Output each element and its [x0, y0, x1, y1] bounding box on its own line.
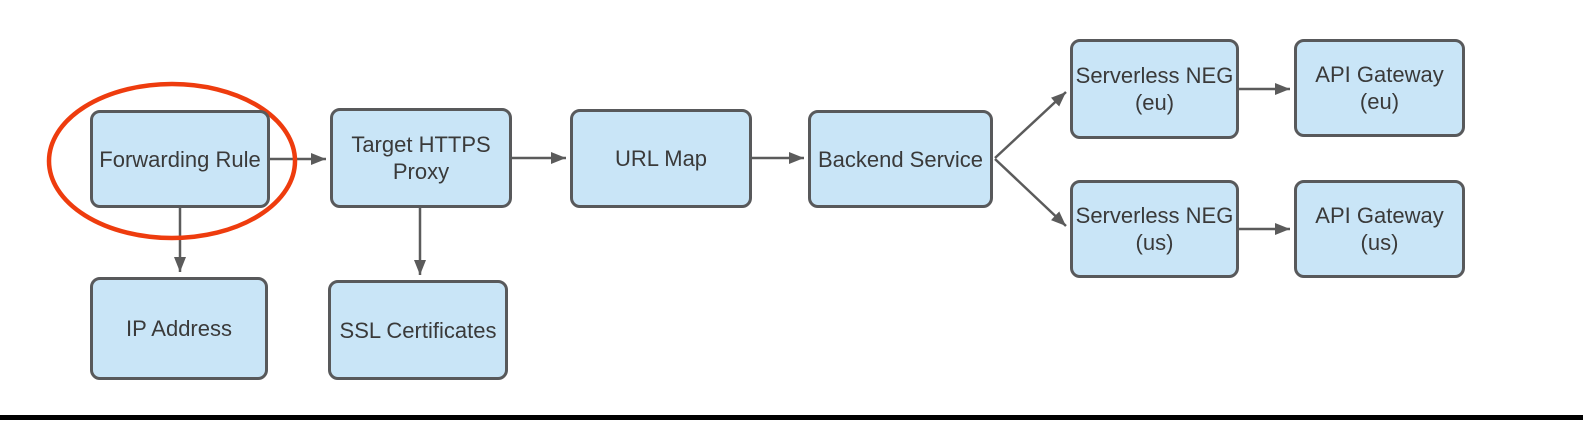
node-label-ip-address: IP Address: [126, 316, 232, 341]
node-forwarding-rule: Forwarding Rule: [90, 110, 270, 208]
node-api-gateway-eu: API Gateway (eu): [1294, 39, 1465, 137]
edge-backend-service-to-serverless-neg-eu: [994, 91, 1067, 159]
node-ssl-certificates: SSL Certificates: [328, 280, 508, 380]
node-label-serverless-neg-eu: Serverless NEG (eu): [1075, 63, 1234, 115]
node-label-url-map: URL Map: [614, 146, 708, 171]
node-url-map: URL Map: [570, 109, 752, 208]
node-serverless-neg-us: Serverless NEG (us): [1070, 180, 1239, 278]
bottom-border-bar: [0, 415, 1583, 420]
node-label-forwarding-rule: Forwarding Rule: [99, 146, 261, 172]
node-label-api-gateway-eu: API Gateway (eu): [1315, 62, 1444, 114]
node-ip-address: IP Address: [90, 277, 268, 380]
edge-backend-service-to-serverless-neg-us: [994, 158, 1067, 227]
node-backend-service: Backend Service: [808, 110, 993, 208]
node-label-api-gateway-us: API Gateway (us): [1315, 203, 1444, 255]
node-api-gateway-us: API Gateway (us): [1294, 180, 1465, 278]
node-label-target-https-proxy: Target HTTPS Proxy: [351, 132, 491, 184]
node-label-backend-service: Backend Service: [817, 146, 984, 172]
node-label-ssl-certificates: SSL Certificates: [339, 317, 497, 343]
node-serverless-neg-eu: Serverless NEG (eu): [1070, 39, 1239, 139]
node-target-https-proxy: Target HTTPS Proxy: [330, 108, 512, 208]
node-label-serverless-neg-us: Serverless NEG (us): [1075, 203, 1234, 255]
